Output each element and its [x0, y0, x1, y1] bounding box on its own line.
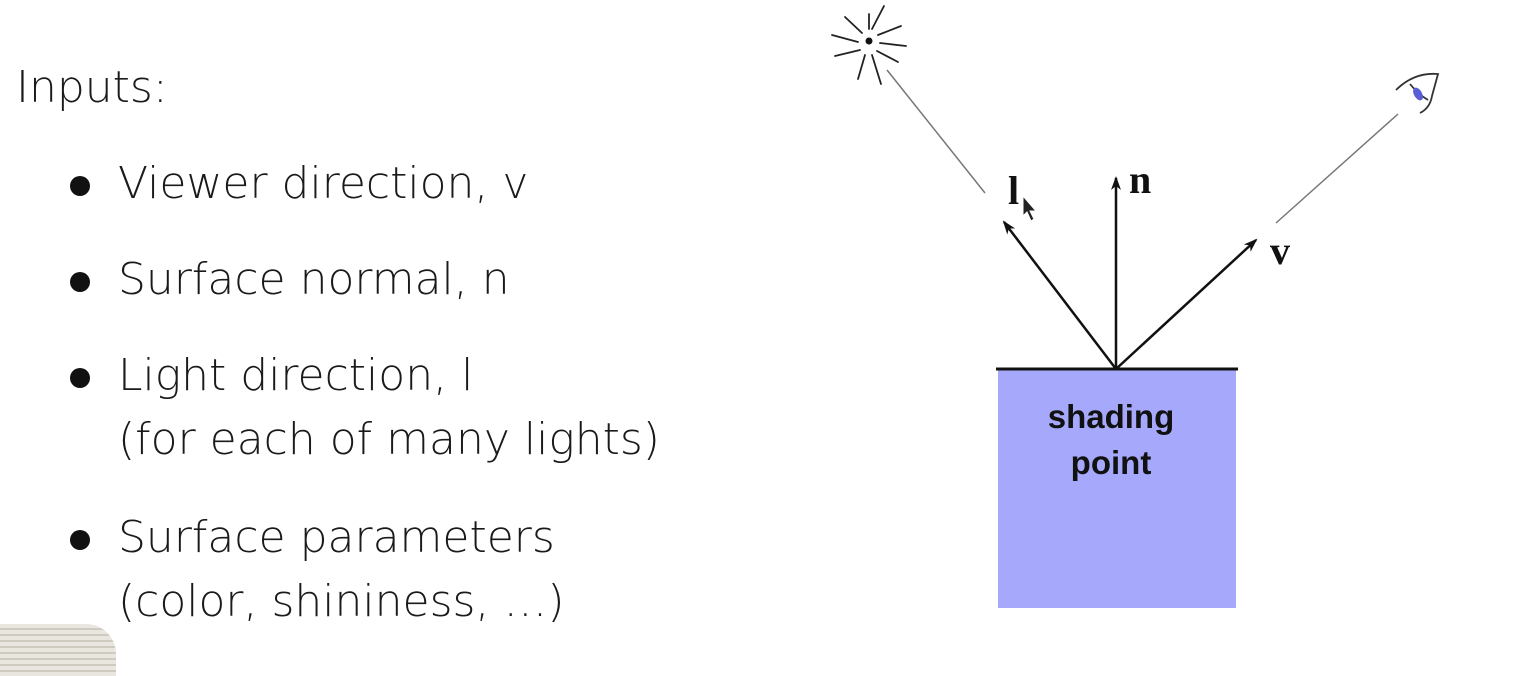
eye-icon — [1395, 72, 1440, 114]
corner-thumbnail — [0, 624, 116, 676]
bullet-dot — [70, 368, 90, 388]
bullet-text: Surface parameters — [118, 512, 555, 563]
sun-icon — [831, 5, 907, 85]
shading-point-box — [998, 369, 1236, 608]
bullet-text: Viewer direction, v — [118, 158, 529, 209]
view-ray-line — [1275, 113, 1399, 224]
bullet-viewer-direction: Viewer direction, v — [66, 152, 528, 216]
bullet-dot — [70, 176, 90, 196]
bullet-surface-normal: Surface normal, n — [66, 248, 510, 312]
shading-label: shading — [1048, 398, 1175, 435]
inputs-heading: Inputs: — [16, 62, 168, 113]
normal-label: n — [1129, 157, 1151, 202]
bullet-dot — [70, 272, 90, 292]
bullet-subtext: (color, shininess, …) — [118, 576, 565, 627]
viewer-vector-arrow — [1115, 238, 1258, 370]
cursor-icon — [1022, 194, 1038, 222]
bullet-subtext: (for each of many lights) — [118, 414, 660, 465]
viewer-label: v — [1270, 228, 1290, 273]
bullet-text: Surface normal, n — [118, 254, 510, 305]
bullet-dot — [70, 530, 90, 550]
bullet-text: Light direction, l — [118, 350, 474, 401]
light-label: l — [1008, 168, 1019, 213]
bullet-light-direction: Light direction, l (for each of many lig… — [66, 344, 660, 472]
light-ray-line — [886, 69, 986, 194]
point-label: point — [1071, 444, 1152, 481]
light-vector-arrow — [1002, 220, 1117, 370]
bullet-surface-parameters: Surface parameters (color, shininess, …) — [66, 506, 565, 634]
